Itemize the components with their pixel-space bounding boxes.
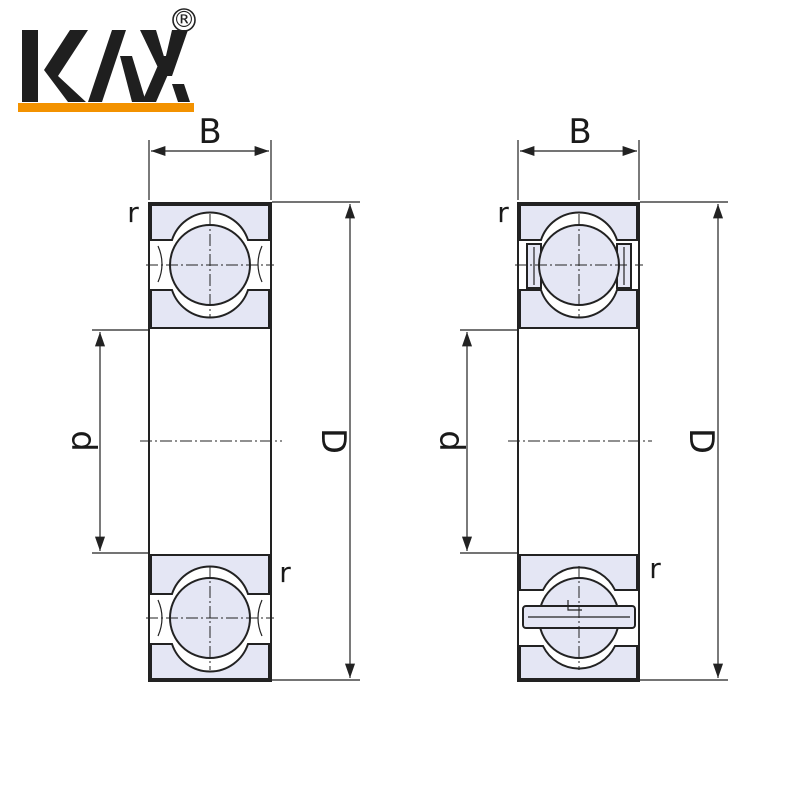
- right-bore-label: d: [431, 430, 471, 452]
- registered-mark-circle: [172, 8, 196, 32]
- left-bearing-body: [148, 202, 272, 682]
- right-bearing-body: [517, 202, 640, 682]
- kaya-logo: ®: [18, 8, 196, 112]
- right-top-radius-label: r: [497, 196, 509, 229]
- left-top-seal-right: [257, 245, 263, 283]
- right-outer-diameter-label: D: [681, 428, 721, 454]
- left-top-section: [146, 204, 274, 329]
- right-bottom-section: [519, 554, 638, 680]
- logo-letter-a-2: [142, 56, 190, 102]
- right-top-section: [515, 204, 643, 329]
- right-bearing-drawing: B D d r: [431, 112, 728, 682]
- left-bearing-drawing: B D d r: [63, 112, 360, 682]
- right-top-outer-ring: [519, 204, 638, 241]
- logo-letter-y: [140, 30, 188, 76]
- logo-letter-a-1: [88, 30, 146, 102]
- left-top-outer-ring: [150, 204, 270, 241]
- logo-letter-k: [22, 30, 88, 102]
- logo-underline-bar: [18, 103, 194, 112]
- right-top-inner-ring: [519, 289, 638, 329]
- left-bottom-radius-label: r: [279, 556, 291, 589]
- left-bottom-section: [146, 554, 274, 680]
- right-bottom-cage-step: [567, 600, 582, 611]
- right-bottom-outer-ring: [519, 645, 638, 680]
- left-outer-diameter-label: D: [313, 428, 353, 454]
- left-bottom-inner-ring: [150, 554, 270, 595]
- right-bottom-inner-ring: [519, 554, 638, 591]
- left-top-inner-ring: [150, 289, 270, 329]
- left-width-label: B: [198, 112, 221, 152]
- left-top-seal-left: [157, 245, 163, 283]
- left-top-radius-label: r: [127, 196, 139, 229]
- right-width-label: B: [568, 112, 591, 152]
- registered-mark: ®: [173, 8, 195, 33]
- right-bottom-radius-label: r: [649, 552, 661, 585]
- left-bore-label: d: [63, 430, 103, 452]
- left-bottom-outer-ring: [150, 643, 270, 680]
